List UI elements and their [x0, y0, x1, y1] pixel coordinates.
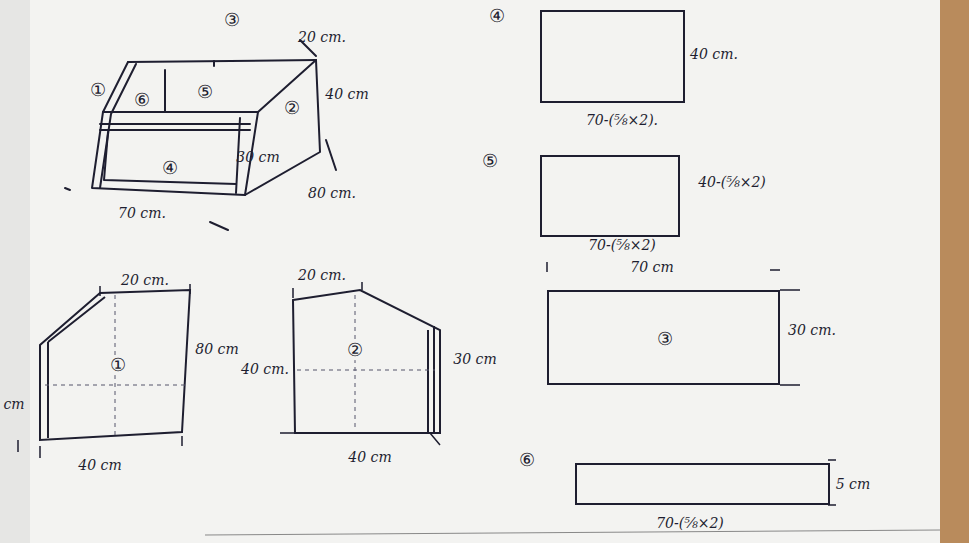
- callout-number: ⑥: [134, 90, 150, 110]
- callout-number: ①: [90, 80, 106, 100]
- dimension: 40 cm: [78, 458, 121, 473]
- panel-outline: [288, 282, 448, 440]
- dimension: 70-(⅝×2).: [586, 113, 658, 128]
- cabinet-3d-view: [65, 40, 336, 230]
- dimension-ticks: [18, 262, 836, 505]
- callout-number: ③: [224, 10, 240, 30]
- panel-rect: ③: [547, 290, 780, 385]
- dimension: 40 cm: [348, 450, 391, 465]
- callout-number: ⑤: [197, 82, 213, 102]
- dimension: 70-(⅝×2): [588, 238, 656, 253]
- dimension: 40-(⅝×2): [698, 175, 766, 190]
- dimension: cm: [3, 397, 24, 412]
- callout-number: ②: [284, 98, 300, 118]
- fold-line: [297, 295, 435, 430]
- dimension: 40 cm.: [690, 47, 738, 62]
- paper-edge: [205, 530, 940, 535]
- panel-rect: ⑥: [575, 463, 830, 505]
- panel-outline: [40, 290, 190, 440]
- dimension: 20 cm.: [298, 268, 346, 283]
- dimension: 5 cm: [836, 477, 870, 492]
- fold-line: [45, 295, 185, 435]
- dimension: 20 cm.: [298, 30, 346, 45]
- dimension: 40 cm: [325, 87, 368, 102]
- dimension: 40 cm.: [241, 362, 289, 377]
- wood-table: [940, 0, 969, 543]
- side-panel: ①: [35, 285, 195, 445]
- side-panel: ②: [288, 282, 448, 440]
- panel-edge: [48, 297, 105, 438]
- panel-edge: [428, 326, 434, 433]
- dimension: 30 cm: [236, 150, 279, 165]
- panel-rect: ⑤: [540, 155, 680, 237]
- part-number: ③: [657, 329, 673, 349]
- part-number: ①: [108, 355, 128, 375]
- dimension: 20 cm.: [121, 273, 169, 288]
- dimension: 80 cm: [195, 342, 238, 357]
- part-number: ⑤: [482, 151, 498, 171]
- paper-shadow: [0, 0, 30, 543]
- part-number: ②: [345, 340, 365, 360]
- dimension: 70-(⅝×2): [656, 516, 724, 531]
- part-number: ④: [489, 6, 505, 26]
- dimension: 30 cm.: [788, 323, 836, 338]
- dimension: 30 cm: [453, 352, 496, 367]
- part-number: ⑥: [519, 450, 535, 470]
- panel-rect: ④: [540, 10, 685, 103]
- dimension: 70 cm: [630, 260, 673, 275]
- panel-outline: [293, 290, 440, 433]
- dimension: 80 cm.: [308, 186, 356, 201]
- callout-number: ④: [162, 158, 178, 178]
- dimension: 70 cm.: [118, 206, 166, 221]
